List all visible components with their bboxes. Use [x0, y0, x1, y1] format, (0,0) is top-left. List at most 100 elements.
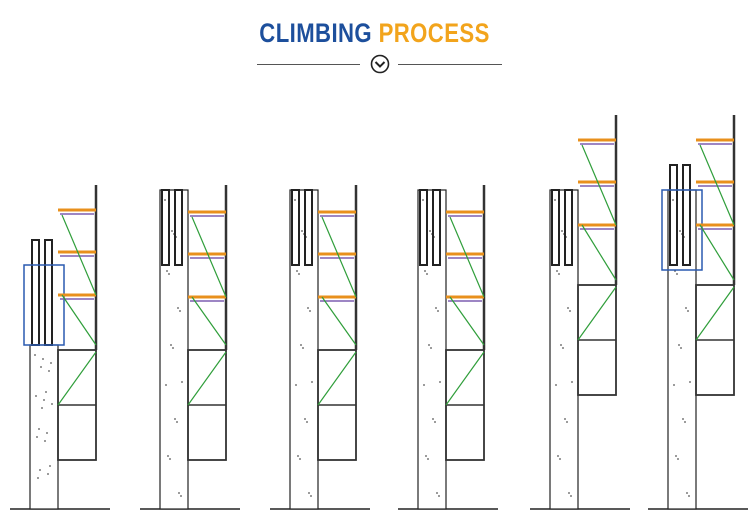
concrete-speckle [555, 384, 557, 386]
concrete-speckle [562, 347, 564, 349]
concrete-speckle [685, 307, 687, 309]
concrete-speckle [301, 230, 303, 232]
concrete-speckle [430, 347, 432, 349]
concrete-speckle [39, 469, 41, 471]
concrete-speckle [176, 421, 178, 423]
concrete-speckle [295, 384, 297, 386]
title-word-process: PROCESS [379, 18, 491, 48]
concrete-speckle [564, 418, 566, 420]
concrete-speckle [181, 381, 183, 383]
concrete-speckle [170, 344, 172, 346]
diagonal-brace [449, 216, 485, 298]
concrete-speckle [306, 421, 308, 423]
diagonal-brace [61, 294, 97, 346]
diagonal-brace [191, 296, 227, 346]
concrete-speckle [571, 381, 573, 383]
title-word-climbing: CLIMBING [259, 18, 373, 48]
diagonal-brace [581, 224, 617, 281]
concrete-speckle [307, 307, 309, 309]
hanging-brace [577, 286, 617, 341]
concrete-speckle [46, 432, 48, 434]
concrete-speckle [557, 455, 559, 457]
climbing-step-1 [10, 185, 110, 510]
concrete-speckle [677, 458, 679, 460]
concrete-speckle [426, 273, 428, 275]
concrete-speckle [680, 347, 682, 349]
concrete-speckle [180, 495, 182, 497]
concrete-speckle [687, 310, 689, 312]
climbing-step-3 [270, 185, 370, 510]
concrete-speckle [48, 370, 50, 372]
rebar-left [551, 189, 560, 266]
concrete-speckle [688, 495, 690, 497]
concrete-speckle [429, 230, 431, 232]
concrete-speckle [567, 307, 569, 309]
concrete-speckle [672, 199, 674, 201]
concrete-speckle [435, 307, 437, 309]
rebar-right [174, 189, 183, 266]
concrete-speckle [177, 307, 179, 309]
concrete-speckle [38, 428, 40, 430]
concrete-speckle [164, 199, 166, 201]
concrete-speckle [36, 436, 38, 438]
rebar-right [564, 189, 573, 266]
climbing-step-4 [398, 185, 498, 510]
concrete-speckle [168, 273, 170, 275]
concrete-speckle [689, 381, 691, 383]
concrete-speckle [172, 347, 174, 349]
concrete-speckle [165, 384, 167, 386]
concrete-speckle [675, 455, 677, 457]
concrete-speckle [559, 458, 561, 460]
diagonal-brace [321, 216, 357, 298]
diagonal-brace [699, 224, 735, 281]
concrete-speckle [51, 403, 53, 405]
rebar-left [419, 189, 428, 266]
concrete-speckle [556, 270, 558, 272]
concrete-speckle [422, 199, 424, 201]
concrete-speckle [569, 310, 571, 312]
divider-right [398, 64, 502, 65]
rebar-right [682, 164, 691, 266]
concrete-speckle [171, 230, 173, 232]
concrete-speckle [554, 199, 556, 201]
rebar-left [161, 189, 170, 266]
concrete-speckle [427, 458, 429, 460]
chevron-down-circle-icon [370, 54, 390, 74]
concrete-speckle [302, 347, 304, 349]
concrete-speckle [432, 418, 434, 420]
climbing-step-5 [530, 115, 630, 510]
rebar-right [304, 189, 313, 266]
concrete-speckle [43, 399, 45, 401]
concrete-speckle [424, 270, 426, 272]
concrete-speckle [309, 310, 311, 312]
concrete-speckle [40, 366, 42, 368]
concrete-speckle [678, 344, 680, 346]
concrete-speckle [568, 492, 570, 494]
concrete-speckle [178, 492, 180, 494]
concrete-wall [29, 344, 59, 510]
concrete-speckle [428, 344, 430, 346]
rebar-left [31, 239, 40, 346]
concrete-speckle [296, 270, 298, 272]
diagonal-brace [61, 214, 97, 296]
concrete-speckle [47, 473, 49, 475]
concrete-speckle [174, 418, 176, 420]
concrete-speckle [423, 384, 425, 386]
concrete-speckle [686, 492, 688, 494]
hanging-brace [695, 286, 735, 341]
climbing-step-6 [648, 115, 748, 510]
concrete-speckle [42, 358, 44, 360]
concrete-speckle [438, 495, 440, 497]
concrete-speckle [294, 199, 296, 201]
rebar-right [432, 189, 441, 266]
diagonal-brace [699, 144, 735, 226]
rebar-right [44, 239, 53, 346]
concrete-speckle [41, 407, 43, 409]
formwork-panel [23, 264, 65, 346]
climbing-step-2 [140, 185, 240, 510]
hanging-brace [187, 351, 227, 406]
concrete-speckle [561, 230, 563, 232]
concrete-speckle [684, 421, 686, 423]
concrete-speckle [298, 273, 300, 275]
concrete-speckle [299, 458, 301, 460]
